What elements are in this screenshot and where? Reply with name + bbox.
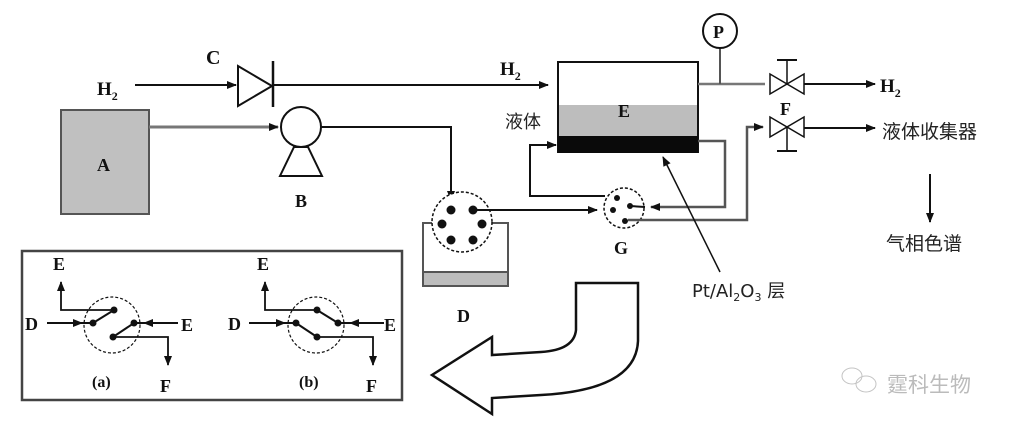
recirculation-loop-left [529, 141, 605, 197]
injector-d: D [422, 191, 509, 326]
h2-reactor-label: H2 [500, 59, 521, 83]
valve-to-f-line [628, 123, 764, 222]
gas-chromatograph-label: 气相色谱 [886, 233, 962, 255]
inset-panel-b: E D E F (b) [228, 254, 396, 396]
reactor-label: E [618, 101, 630, 121]
wechat-icon [841, 367, 877, 393]
liquid-collector-label: 液体收集器 [882, 121, 977, 143]
h2-inlet-label: H2 [97, 79, 118, 103]
panel-b-left-label: D [228, 314, 241, 334]
pressure-gauge-p: P [698, 13, 765, 86]
reactor-e: E [557, 61, 699, 153]
liquid-valve-f: F [769, 99, 805, 152]
switch-valve-label: G [614, 238, 628, 258]
h2-inlet-line: H2 [97, 79, 237, 103]
catalyst-leader-line [662, 156, 721, 273]
panel-b-bottom-label: F [366, 376, 377, 396]
tank-a: A [60, 109, 150, 215]
panel-a-bottom-label: F [160, 376, 171, 396]
panel-a-top-label: E [53, 254, 65, 274]
panel-a-right-label: E [181, 315, 193, 335]
h2-outlet-label: H2 [880, 76, 901, 100]
watermark: 霆科生物 [841, 367, 971, 397]
watermark-text: 霆科生物 [887, 373, 971, 397]
pump-label: B [295, 191, 307, 211]
check-valve-label: C [206, 47, 220, 69]
catalyst-layer-label: Pt/Al2O3 层 [692, 281, 785, 304]
injector-label: D [457, 306, 470, 326]
panel-b-caption: (b) [299, 374, 319, 391]
inset-box [20, 249, 404, 402]
panel-b-top-label: E [257, 254, 269, 274]
inset-panel-a: E D E F (a) [25, 254, 193, 396]
curved-arrow [429, 281, 640, 417]
liquid-inlet-label: 液体 [505, 112, 541, 133]
tank-label: A [97, 155, 110, 175]
h2-outlet-valve [769, 59, 805, 96]
panel-a-left-label: D [25, 314, 38, 334]
panel-b-right-label: E [384, 315, 396, 335]
panel-a-caption: (a) [92, 374, 111, 391]
pump-b: B [278, 106, 324, 211]
pump-to-injector-line [321, 126, 455, 201]
switch-valve-g: G [603, 187, 646, 258]
check-valve-c: C [206, 47, 275, 108]
valve-f-label: F [780, 99, 791, 119]
pressure-gauge-label: P [713, 22, 724, 42]
